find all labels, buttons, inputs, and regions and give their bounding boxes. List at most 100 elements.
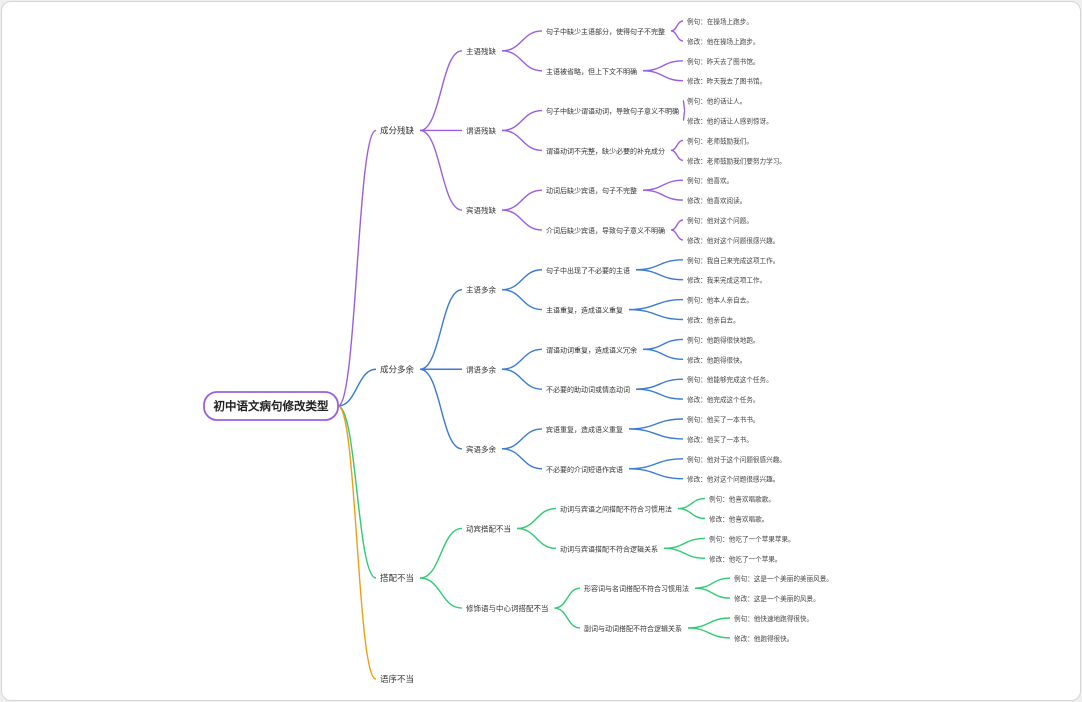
- edge-level3: [516, 527, 557, 550]
- revised-sentence[interactable]: 修改：他跑得很快。: [687, 355, 746, 364]
- edge-level4: [694, 577, 731, 589]
- example-sentence[interactable]: 例句：他能够完成这个任务。: [687, 375, 773, 384]
- edge-level4: [677, 507, 706, 520]
- edge-level4: [628, 458, 684, 470]
- edge-level2: [419, 368, 463, 450]
- edge-level4: [642, 338, 684, 351]
- example-sentence[interactable]: 例句：他喜欢。: [687, 176, 733, 185]
- example-sentence[interactable]: 例句：他的话让人。: [687, 97, 746, 106]
- node-level2[interactable]: 谓语多余: [466, 364, 496, 374]
- example-sentence[interactable]: 例句：我自己来完成这项工作。: [687, 256, 779, 265]
- example-sentence[interactable]: 例句：他对于这个问题很感兴趣。: [687, 455, 786, 464]
- example-sentence[interactable]: 例句：他吃了一个苹果苹果。: [709, 534, 795, 543]
- edge-level3: [516, 507, 557, 530]
- edge-level2: [419, 129, 463, 211]
- revised-sentence[interactable]: 修改：他吃了一个苹果。: [709, 554, 782, 563]
- node-level3[interactable]: 句子中缺少主语部分，使得句子不完整: [546, 27, 665, 36]
- node-level2[interactable]: 主语多余: [466, 285, 496, 295]
- edge-level4: [642, 189, 684, 201]
- edge-level2: [419, 527, 463, 579]
- example-sentence[interactable]: 例句：昨天去了图书馆。: [687, 57, 760, 66]
- edge-level4: [670, 149, 684, 161]
- example-sentence[interactable]: 例句：老师鼓励我们。: [687, 136, 753, 145]
- node-level3[interactable]: 主语被省略，但上下文不明确: [546, 67, 637, 76]
- revised-sentence[interactable]: 修改：他买了一本书。: [687, 435, 753, 444]
- example-sentence[interactable]: 例句：他喜欢唱歌歌。: [709, 495, 775, 504]
- revised-sentence[interactable]: 修改：他跑得很快。: [734, 634, 793, 643]
- node-level2[interactable]: 宾语残缺: [466, 205, 496, 215]
- node-level3[interactable]: 形容词与名词搭配不符合习惯用法: [584, 584, 689, 593]
- edge-level4: [677, 497, 706, 510]
- node-level2[interactable]: 修饰语与中心词搭配不当: [466, 603, 549, 613]
- node-level3[interactable]: 句子中出现了不必要的主语: [546, 266, 630, 275]
- edge-level4: [670, 219, 684, 231]
- node-level3[interactable]: 动词后缺少宾语，句子不完整: [546, 186, 637, 195]
- example-sentence[interactable]: 例句：他本人亲自去。: [687, 296, 753, 305]
- revised-sentence[interactable]: 修改：老师鼓励我们要努力学习。: [687, 156, 786, 165]
- edge-level3: [501, 368, 543, 390]
- edge-level1: [337, 405, 377, 579]
- edge-level4: [635, 269, 684, 281]
- node-layer: 初中语文病句修改类型句子中缺少主语部分，使得句子不完整例句：在操场上跑步。修改：…: [203, 17, 833, 685]
- example-sentence[interactable]: 例句：这是一个美丽的美丽风景。: [734, 574, 833, 583]
- example-sentence[interactable]: 例句：他跑得很快地跑。: [687, 335, 760, 344]
- edge-level1: [337, 368, 377, 407]
- edge-level2: [419, 50, 463, 132]
- node-level3[interactable]: 主语重复，造成语义重复: [546, 306, 623, 315]
- node-level1[interactable]: 语序不当: [380, 674, 414, 685]
- edge-level3: [554, 587, 581, 609]
- revised-sentence[interactable]: 修改：他喜欢唱歌。: [709, 515, 768, 524]
- node-level2[interactable]: 主语残缺: [466, 46, 496, 56]
- example-sentence[interactable]: 例句：他买了一本书书。: [687, 415, 760, 424]
- revised-sentence[interactable]: 修改：他亲自去。: [687, 316, 740, 325]
- node-level3[interactable]: 宾语重复，造成语义重复: [546, 425, 623, 434]
- edge-level4: [628, 418, 684, 430]
- edge-level4: [687, 627, 731, 639]
- edge-level4: [642, 70, 684, 82]
- root-node[interactable]: 初中语文病句修改类型: [203, 391, 339, 421]
- edge-level4: [642, 179, 684, 191]
- edge-level4: [682, 99, 686, 112]
- revised-sentence[interactable]: 修改：他完成这个任务。: [687, 395, 760, 404]
- node-level3[interactable]: 动词与宾语之间搭配不符合习惯用法: [560, 505, 672, 514]
- node-level3[interactable]: 动词与宾语搭配不符合逻辑关系: [560, 544, 658, 553]
- node-level3[interactable]: 副词与动词搭配不符合逻辑关系: [584, 624, 682, 633]
- edge-level3: [501, 109, 543, 132]
- edge-level3: [501, 129, 543, 152]
- edge-level3: [501, 428, 543, 450]
- node-level3[interactable]: 不必要的助动词或情态动词: [546, 385, 630, 394]
- revised-sentence[interactable]: 修改：他对这个问题很感兴趣。: [687, 475, 779, 484]
- revised-sentence[interactable]: 修改：他喜欢阅读。: [687, 196, 746, 205]
- root-label: 初中语文病句修改类型: [214, 399, 329, 413]
- edge-level4: [635, 378, 684, 390]
- revised-sentence[interactable]: 修改：他对这个问题很感兴趣。: [687, 236, 779, 245]
- edge-level4: [635, 388, 684, 400]
- node-level2[interactable]: 谓语残缺: [466, 125, 496, 135]
- revised-sentence[interactable]: 修改：我来完成这项工作。: [687, 276, 766, 285]
- edge-level3: [554, 607, 581, 629]
- revised-sentence[interactable]: 修改：昨天我去了图书馆。: [687, 77, 766, 86]
- example-sentence[interactable]: 例句：在操场上跑步。: [687, 17, 753, 26]
- node-level3[interactable]: 谓语动词不完整，缺少必要的补充成分: [546, 146, 665, 155]
- node-level3[interactable]: 不必要的介词短语作宾语: [546, 465, 623, 474]
- revised-sentence[interactable]: 修改：这是一个美丽的风景。: [734, 594, 820, 603]
- node-level1[interactable]: 搭配不当: [380, 573, 414, 584]
- example-sentence[interactable]: 例句：他快速地跑得很快。: [734, 614, 813, 623]
- edge-level4: [635, 259, 684, 271]
- edge-level3: [501, 30, 543, 52]
- revised-sentence[interactable]: 修改：他的话让人感到惊讶。: [687, 117, 773, 126]
- edge-level3: [501, 50, 543, 72]
- node-level1[interactable]: 成分残缺: [380, 125, 415, 136]
- edge-level4: [670, 139, 684, 152]
- node-level3[interactable]: 介词后缺少宾语，导致句子意义不明确: [546, 226, 665, 235]
- edge-level4: [687, 617, 731, 629]
- node-level2[interactable]: 动宾搭配不当: [466, 523, 511, 533]
- node-level3[interactable]: 谓语动词重复，造成语义冗余: [546, 345, 637, 354]
- edge-level3: [501, 288, 543, 311]
- node-level1[interactable]: 成分多余: [380, 364, 415, 375]
- node-level3[interactable]: 句子中缺少谓语动词，导致句子意义不明确: [546, 107, 679, 116]
- node-level2[interactable]: 宾语多余: [466, 444, 496, 454]
- example-sentence[interactable]: 例句：他对这个问题。: [687, 216, 753, 225]
- revised-sentence[interactable]: 修改：他在操场上跑步。: [687, 37, 760, 46]
- edge-level3: [501, 448, 543, 470]
